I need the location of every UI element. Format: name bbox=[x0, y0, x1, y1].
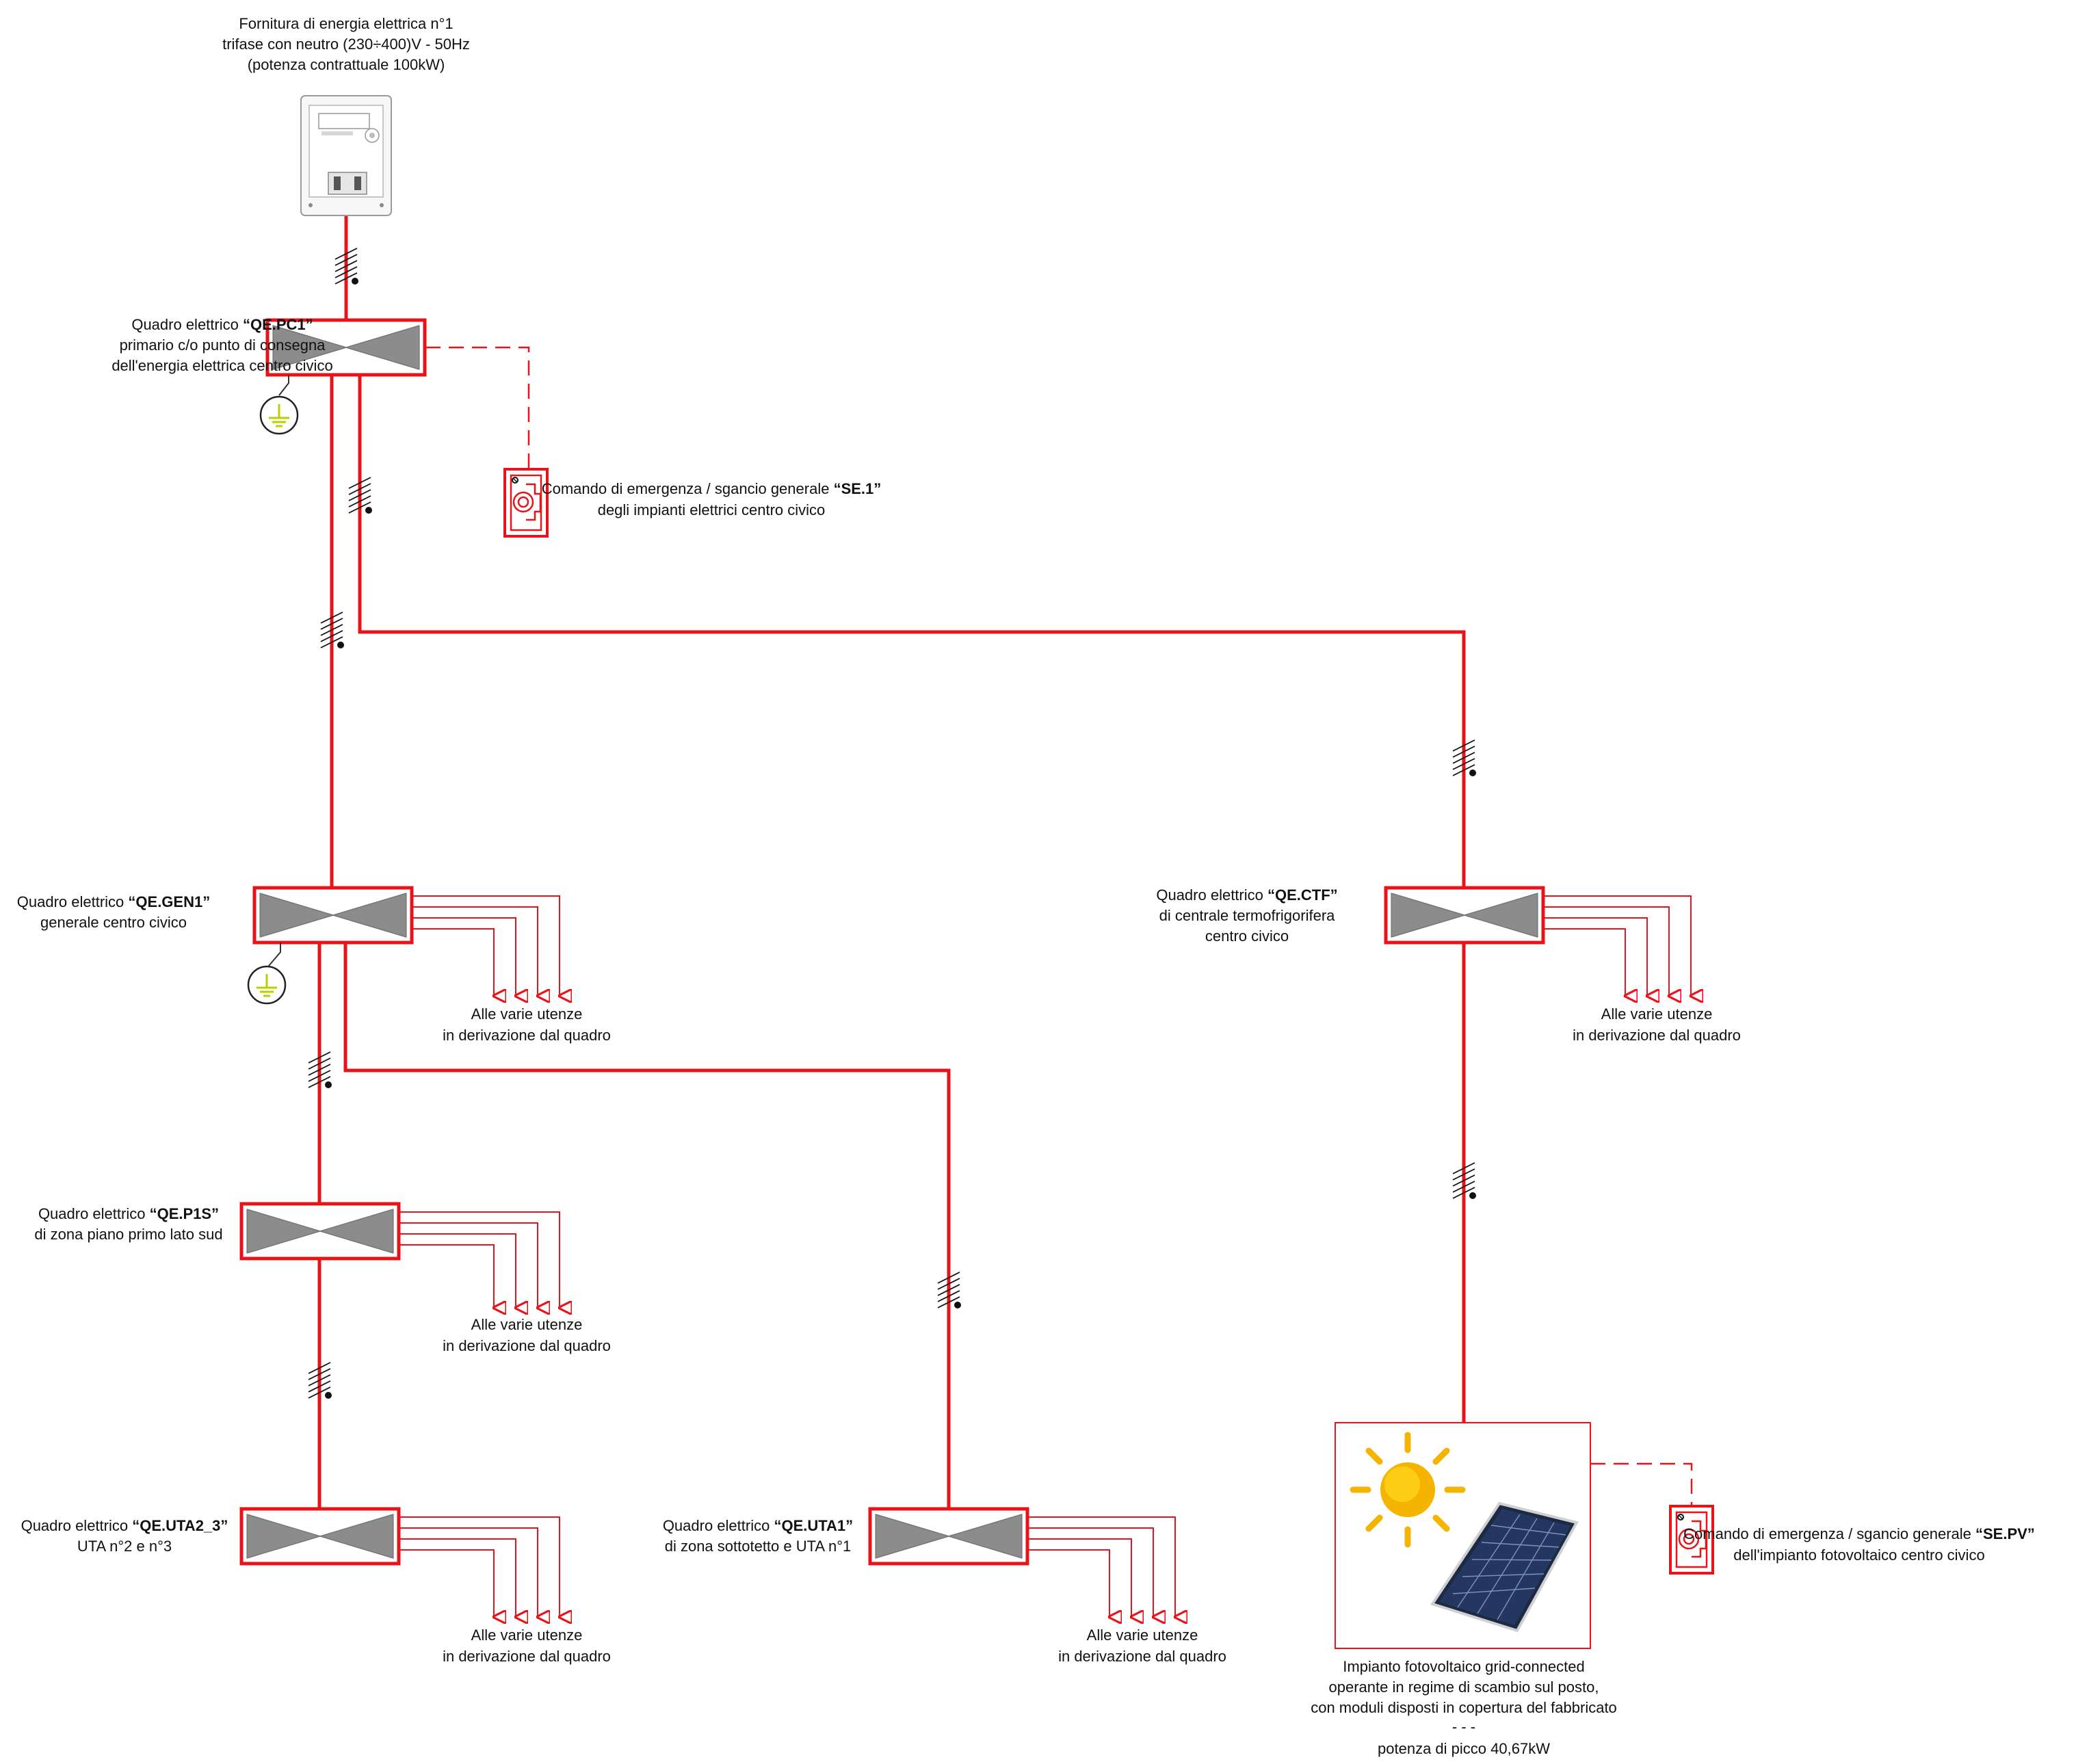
branch-label-ctf: Alle varie utenze in derivazione dal qua… bbox=[1573, 1005, 1741, 1044]
panel-qe-ctf bbox=[1386, 888, 1543, 943]
label-line-2: di centrale termofrigorifera bbox=[1159, 907, 1336, 924]
label-code: “SE.1” bbox=[834, 480, 882, 497]
label-code: “QE.GEN1” bbox=[128, 893, 210, 910]
branches-uta2-3 bbox=[399, 1516, 560, 1617]
branch-label-uta2-3: Alle varie utenze in derivazione dal qua… bbox=[443, 1627, 611, 1665]
ground-gen1 bbox=[247, 943, 287, 1005]
svg-text:Quadro elettrico “QE.UTA2_3”: Quadro elettrico “QE.UTA2_3” bbox=[21, 1517, 228, 1534]
label-line-3: dell'energia elettrica centro civico bbox=[111, 357, 332, 374]
label-prefix: Quadro elettrico bbox=[131, 316, 243, 333]
pv-line-5: potenza di picco 40,67kW bbox=[1378, 1740, 1550, 1757]
energy-meter-icon bbox=[300, 95, 392, 216]
supply-line-3: (potenza contrattuale 100kW) bbox=[248, 56, 445, 73]
label-qe-gen1: Quadro elettrico “QE.GEN1” generale cent… bbox=[17, 893, 210, 931]
svg-text:Quadro elettrico “QE.P1S”: Quadro elettrico “QE.P1S” bbox=[38, 1205, 219, 1222]
svg-text:Quadro elettrico “QE.CTF”: Quadro elettrico “QE.CTF” bbox=[1156, 886, 1337, 904]
branch-line-1: Alle varie utenze bbox=[471, 1005, 583, 1023]
label-line-3: centro civico bbox=[1205, 927, 1289, 945]
branch-line-2: in derivazione dal quadro bbox=[1058, 1648, 1226, 1665]
branches-p1s bbox=[399, 1211, 560, 1308]
label-code: “QE.CTF” bbox=[1267, 886, 1338, 904]
pv-system-box bbox=[1335, 1422, 1591, 1649]
label-qe-p1s: Quadro elettrico “QE.P1S” di zona piano … bbox=[34, 1205, 222, 1243]
sun-icon bbox=[1350, 1432, 1466, 1548]
label-line-2: di zona piano primo lato sud bbox=[34, 1226, 222, 1243]
branch-line-1: Alle varie utenze bbox=[1601, 1005, 1713, 1023]
label-code: “QE.UTA1” bbox=[774, 1517, 853, 1534]
pv-line-2: operante in regime di scambio sul posto, bbox=[1329, 1679, 1599, 1696]
label-prefix: Quadro elettrico bbox=[17, 893, 129, 910]
pv-label: Impianto fotovoltaico grid-connected ope… bbox=[1311, 1658, 1617, 1757]
svg-text:Comando di emergenza / sgancio: Comando di emergenza / sgancio generale … bbox=[542, 480, 882, 497]
label-se1: Comando di emergenza / sgancio generale … bbox=[542, 480, 882, 518]
label-line-2: UTA n°2 e n°3 bbox=[77, 1538, 172, 1555]
svg-text:Quadro elettrico “QE.UTA1”: Quadro elettrico “QE.UTA1” bbox=[663, 1517, 853, 1534]
label-sepv: Comando di emergenza / sgancio generale … bbox=[1683, 1525, 2035, 1564]
label-line-2: di zona sottotetto e UTA n°1 bbox=[665, 1538, 852, 1555]
label-prefix: Quadro elettrico bbox=[21, 1517, 133, 1534]
pv-line-1: Impianto fotovoltaico grid-connected bbox=[1343, 1658, 1584, 1675]
branch-line-2: in derivazione dal quadro bbox=[443, 1337, 611, 1354]
branch-line-2: in derivazione dal quadro bbox=[1573, 1027, 1741, 1044]
supply-label: Fornitura di energia elettrica n°1 trifa… bbox=[222, 15, 470, 73]
branch-label-p1s: Alle varie utenze in derivazione dal qua… bbox=[443, 1316, 611, 1354]
branches-uta1 bbox=[1027, 1516, 1175, 1617]
pv-line-3: con moduli disposti in copertura del fab… bbox=[1311, 1699, 1617, 1716]
ground-symbol-icon bbox=[247, 965, 287, 1005]
label-code: “SE.PV” bbox=[1975, 1525, 2035, 1542]
panel-qe-gen1 bbox=[254, 888, 412, 943]
label-code: “QE.P1S” bbox=[150, 1205, 219, 1222]
branch-line-1: Alle varie utenze bbox=[1087, 1627, 1198, 1644]
svg-text:Comando di emergenza / sgancio: Comando di emergenza / sgancio generale … bbox=[1683, 1525, 2035, 1542]
pv-line-4: - - - bbox=[1452, 1718, 1475, 1735]
branch-label-uta1: Alle varie utenze in derivazione dal qua… bbox=[1058, 1627, 1226, 1665]
label-prefix: Comando di emergenza / sgancio generale bbox=[542, 480, 834, 497]
panel-qe-uta1 bbox=[870, 1509, 1027, 1564]
label-code: “QE.UTA2_3” bbox=[132, 1517, 228, 1534]
panel-qe-p1s bbox=[241, 1204, 399, 1259]
branch-line-1: Alle varie utenze bbox=[471, 1627, 583, 1644]
supply-line-1: Fornitura di energia elettrica n°1 bbox=[239, 15, 453, 32]
label-prefix: Quadro elettrico bbox=[663, 1517, 774, 1534]
label-prefix: Quadro elettrico bbox=[38, 1205, 150, 1222]
emergency-button-icon bbox=[503, 468, 549, 538]
panel-qe-uta2-3 bbox=[241, 1509, 399, 1564]
label-qe-uta2-3: Quadro elettrico “QE.UTA2_3” UTA n°2 e n… bbox=[21, 1517, 228, 1555]
branch-line-2: in derivazione dal quadro bbox=[443, 1027, 611, 1044]
svg-text:Quadro elettrico “QE.GEN1”: Quadro elettrico “QE.GEN1” bbox=[17, 893, 210, 910]
branches-ctf bbox=[1543, 895, 1691, 996]
ground-symbol-icon bbox=[259, 395, 299, 435]
label-code: “QE.PC1” bbox=[243, 316, 313, 333]
ground-pc1 bbox=[259, 375, 299, 435]
branches-gen1 bbox=[412, 895, 560, 996]
branch-line-1: Alle varie utenze bbox=[471, 1316, 583, 1333]
branch-line-2: in derivazione dal quadro bbox=[443, 1648, 611, 1665]
label-prefix: Comando di emergenza / sgancio generale bbox=[1683, 1525, 1975, 1542]
label-line-2: primario c/o punto di consegna bbox=[120, 337, 326, 354]
label-qe-ctf: Quadro elettrico “QE.CTF” di centrale te… bbox=[1156, 886, 1337, 945]
svg-text:Quadro elettrico “QE.PC1”: Quadro elettrico “QE.PC1” bbox=[131, 316, 313, 333]
supply-line-2: trifase con neutro (230÷400)V - 50Hz bbox=[222, 36, 470, 53]
solar-panel-icon bbox=[1430, 1501, 1579, 1633]
branch-label-gen1: Alle varie utenze in derivazione dal qua… bbox=[443, 1005, 611, 1044]
label-line-2: degli impianti elettrici centro civico bbox=[598, 501, 826, 518]
label-line-2: dell'impianto fotovoltaico centro civico bbox=[1733, 1546, 1984, 1564]
label-line-2: generale centro civico bbox=[40, 914, 187, 931]
cable-marks bbox=[308, 248, 1477, 1399]
label-qe-pc1: Quadro elettrico “QE.PC1” primario c/o p… bbox=[111, 316, 332, 374]
label-prefix: Quadro elettrico bbox=[1156, 886, 1267, 904]
label-qe-uta1: Quadro elettrico “QE.UTA1” di zona sotto… bbox=[663, 1517, 853, 1555]
